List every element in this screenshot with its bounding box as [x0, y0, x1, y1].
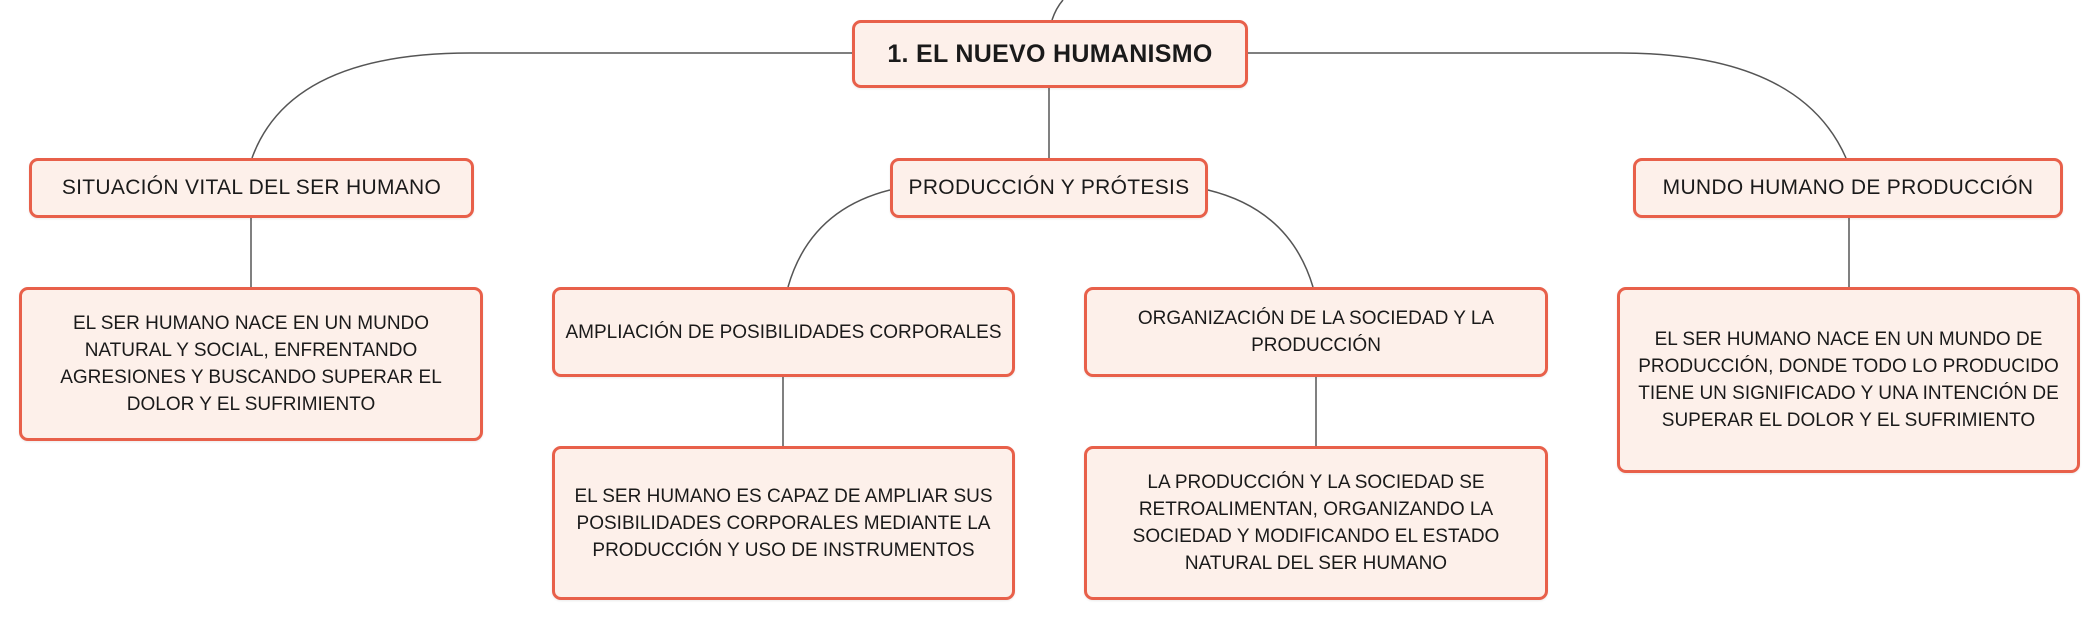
- connector-produccion-ampliacion: [787, 189, 891, 288]
- description-text: LA PRODUCCIÓN Y LA SOCIEDAD SE RETROALIM…: [1132, 472, 1500, 574]
- connector-produccion-organizacion: [1207, 189, 1314, 288]
- description-text: EL SER HUMANO ES CAPAZ DE AMPLIAR SUS PO…: [574, 485, 993, 561]
- root-parent-connector: [1051, 0, 1064, 21]
- description-ampliacion[interactable]: EL SER HUMANO ES CAPAZ DE AMPLIAR SUS PO…: [552, 446, 1015, 600]
- description-text: EL SER HUMANO NACE EN UN MUNDO DE PRODUC…: [1638, 329, 2059, 431]
- description-mundo-humano[interactable]: EL SER HUMANO NACE EN UN MUNDO DE PRODUC…: [1617, 287, 2080, 473]
- root-node[interactable]: 1. EL NUEVO HUMANISMO: [852, 20, 1248, 88]
- subtopic-ampliacion[interactable]: AMPLIACIÓN DE POSIBILIDADES CORPORALES: [552, 287, 1015, 377]
- branch-label: PRODUCCIÓN Y PRÓTESIS: [908, 176, 1190, 199]
- branch-label: MUNDO HUMANO DE PRODUCCIÓN: [1662, 176, 2034, 199]
- branch-label: SITUACIÓN VITAL DEL SER HUMANO: [61, 176, 442, 199]
- subtopic-label: ORGANIZACIÓN DE LA SOCIEDAD Y LA PRODUCC…: [1137, 308, 1495, 356]
- description-situacion-vital[interactable]: EL SER HUMANO NACE EN UN MUNDO NATURAL Y…: [19, 287, 483, 441]
- description-organizacion[interactable]: LA PRODUCCIÓN Y LA SOCIEDAD SE RETROALIM…: [1084, 446, 1548, 600]
- subtopic-organizacion[interactable]: ORGANIZACIÓN DE LA SOCIEDAD Y LA PRODUCC…: [1084, 287, 1548, 377]
- root-title: 1. EL NUEVO HUMANISMO: [887, 39, 1213, 68]
- connector-root-situacion: [251, 52, 852, 159]
- description-text: EL SER HUMANO NACE EN UN MUNDO NATURAL Y…: [60, 313, 442, 415]
- branch-situacion-vital[interactable]: SITUACIÓN VITAL DEL SER HUMANO: [29, 158, 474, 218]
- subtopic-label: AMPLIACIÓN DE POSIBILIDADES CORPORALES: [565, 321, 1002, 343]
- connector-root-mundo: [1247, 52, 1847, 159]
- branch-produccion-protesis[interactable]: PRODUCCIÓN Y PRÓTESIS: [890, 158, 1208, 218]
- branch-mundo-humano[interactable]: MUNDO HUMANO DE PRODUCCIÓN: [1633, 158, 2063, 218]
